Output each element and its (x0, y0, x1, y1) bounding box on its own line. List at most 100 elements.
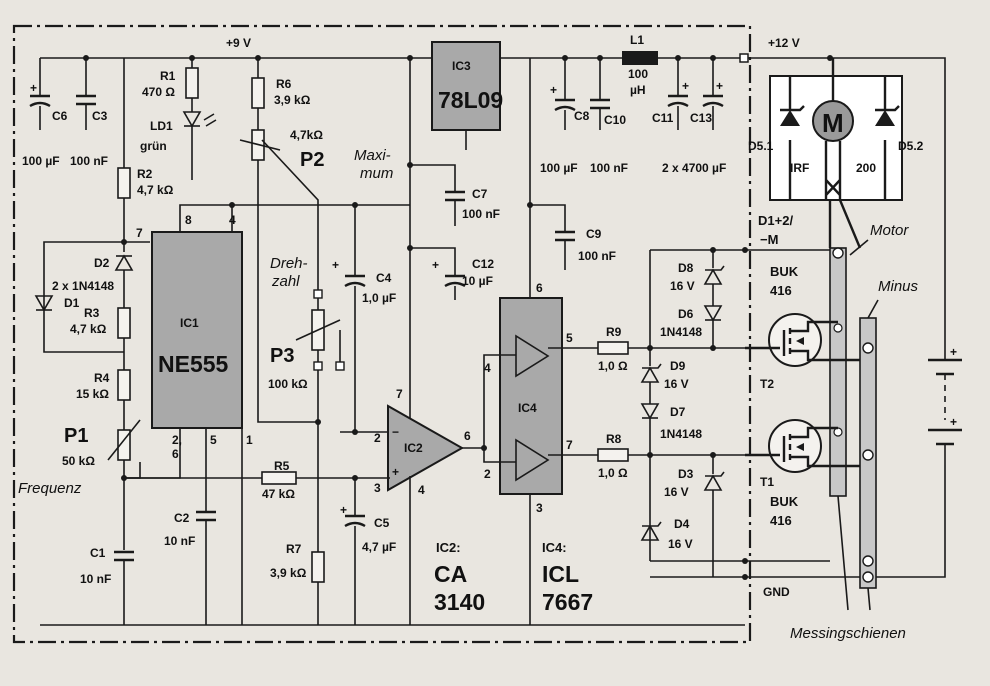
l1-value-2: µH (630, 83, 646, 97)
left-chain (34, 58, 150, 625)
d12m-line1: D1+2/ (758, 213, 793, 228)
ic4-caption: IC4: (542, 540, 567, 555)
battery-plus-1: + (950, 345, 957, 359)
r5-ref: R5 (274, 459, 290, 473)
c2-ref: C2 (174, 511, 190, 525)
r6-ref: R6 (276, 77, 292, 91)
c13-ref: C13 (690, 111, 712, 125)
motor-symbol: M (822, 108, 844, 138)
d12m-line2: −M (760, 232, 778, 247)
c3-value: 100 nF (70, 154, 108, 168)
ic2-minus: − (392, 425, 399, 439)
ic2-pin2: 2 (374, 431, 381, 445)
c6-capacitor: + (29, 58, 51, 130)
ic4-type-1: ICL (542, 561, 579, 587)
c1-value: 10 nF (80, 572, 111, 586)
t2-type-2: 416 (770, 283, 792, 298)
rail-9v-label: +9 V (226, 36, 251, 50)
c3-capacitor (76, 58, 96, 130)
c11-plus: + (682, 79, 689, 93)
p3-caption-2: zahl (271, 273, 300, 290)
c6-value: 100 µF (22, 154, 60, 168)
motor-irf: IRF (790, 161, 809, 175)
c8-value: 100 µF (540, 161, 578, 175)
ld1-value: grün (140, 139, 167, 153)
c7-c12 (407, 162, 466, 300)
ic2-opamp (380, 58, 500, 625)
c9-ref: C9 (586, 227, 602, 241)
c4-value: 1,0 µF (362, 291, 396, 305)
gate-network (597, 247, 748, 577)
ic2-caption: IC2: (436, 540, 461, 555)
c5-value: 4,7 µF (362, 540, 396, 554)
ic2-ref: IC2 (404, 441, 423, 455)
svg-text:+: + (30, 81, 37, 95)
c6-ref: C6 (52, 109, 68, 123)
d8-ref: D8 (678, 261, 694, 275)
c4-ref: C4 (376, 271, 392, 285)
r9-value: 1,0 Ω (598, 359, 628, 373)
d7-value: 1N4148 (660, 427, 702, 441)
c9-value: 100 nF (578, 249, 616, 263)
ic4-pin4: 4 (484, 361, 491, 375)
c10-ref: C10 (604, 113, 626, 127)
motor-200: 200 (856, 161, 876, 175)
c12-ref: C12 (472, 257, 494, 271)
ic4-icl7667 (499, 58, 598, 625)
r5-value: 47 kΩ (262, 487, 295, 501)
r5-c4-c5 (124, 202, 390, 625)
ic2-type-2: 3140 (434, 589, 485, 615)
p3-ref: P3 (270, 345, 294, 367)
ic2-plus: + (392, 465, 399, 479)
ic1-pin2: 2, (172, 433, 182, 447)
p1-caption: Frequenz (18, 480, 82, 497)
c1113-value: 2 x 4700 µF (662, 161, 726, 175)
d2-ref: D2 (94, 256, 110, 270)
d1-ref: D1 (64, 296, 80, 310)
r3-value: 4,7 kΩ (70, 322, 107, 336)
bus-bars (745, 247, 877, 589)
ic3-type: 78L09 (438, 87, 503, 113)
c10-value: 100 nF (590, 161, 628, 175)
t1-type-1: BUK (770, 494, 799, 509)
p1-ref: P1 (64, 425, 88, 447)
r1-ref: R1 (160, 69, 176, 83)
d3-value: 16 V (664, 485, 689, 499)
p2-ref: P2 (300, 149, 324, 171)
ic1-pin7: 7 (136, 226, 143, 240)
c5-plus: + (340, 503, 347, 517)
supply-caps (554, 51, 724, 130)
c12-value: 10 µF (462, 274, 493, 288)
c8-ref: C8 (574, 109, 590, 123)
c2-value: 10 nF (164, 534, 195, 548)
c8-plus: + (550, 83, 557, 97)
ic1-pin4: 4 (229, 213, 236, 227)
minus-caption: Minus (878, 278, 919, 295)
d4-value: 16 V (668, 537, 693, 551)
t2-type-1: BUK (770, 264, 799, 279)
c11-ref: C11 (652, 111, 674, 125)
t2-mosfet (745, 313, 860, 367)
ic3-78l09 (431, 41, 501, 150)
ic1-type: NE555 (158, 351, 229, 377)
p3-value: 100 kΩ (268, 377, 308, 391)
p3-r7 (295, 289, 345, 625)
d7-ref: D7 (670, 405, 686, 419)
ic2-type-1: CA (434, 561, 467, 587)
d9-value: 16 V (664, 377, 689, 391)
r6-p2 (239, 58, 319, 423)
ic4-type-2: 7667 (542, 589, 593, 615)
t1-type-2: 416 (770, 513, 792, 528)
rail-gnd (40, 465, 946, 626)
r4-ref: R4 (94, 371, 110, 385)
ld1-ref: LD1 (150, 119, 173, 133)
r2-ref: R2 (137, 167, 153, 181)
ic4-pin5: 5 (566, 331, 573, 345)
ic4-ref: IC4 (518, 401, 537, 415)
c7-ref: C7 (472, 187, 488, 201)
d9-ref: D9 (670, 359, 686, 373)
ic4-pin2: 2 (484, 467, 491, 481)
t2-ref: T2 (760, 377, 774, 391)
ic2-pin6: 6 (464, 429, 471, 443)
max-caption-2: mum (360, 165, 393, 182)
